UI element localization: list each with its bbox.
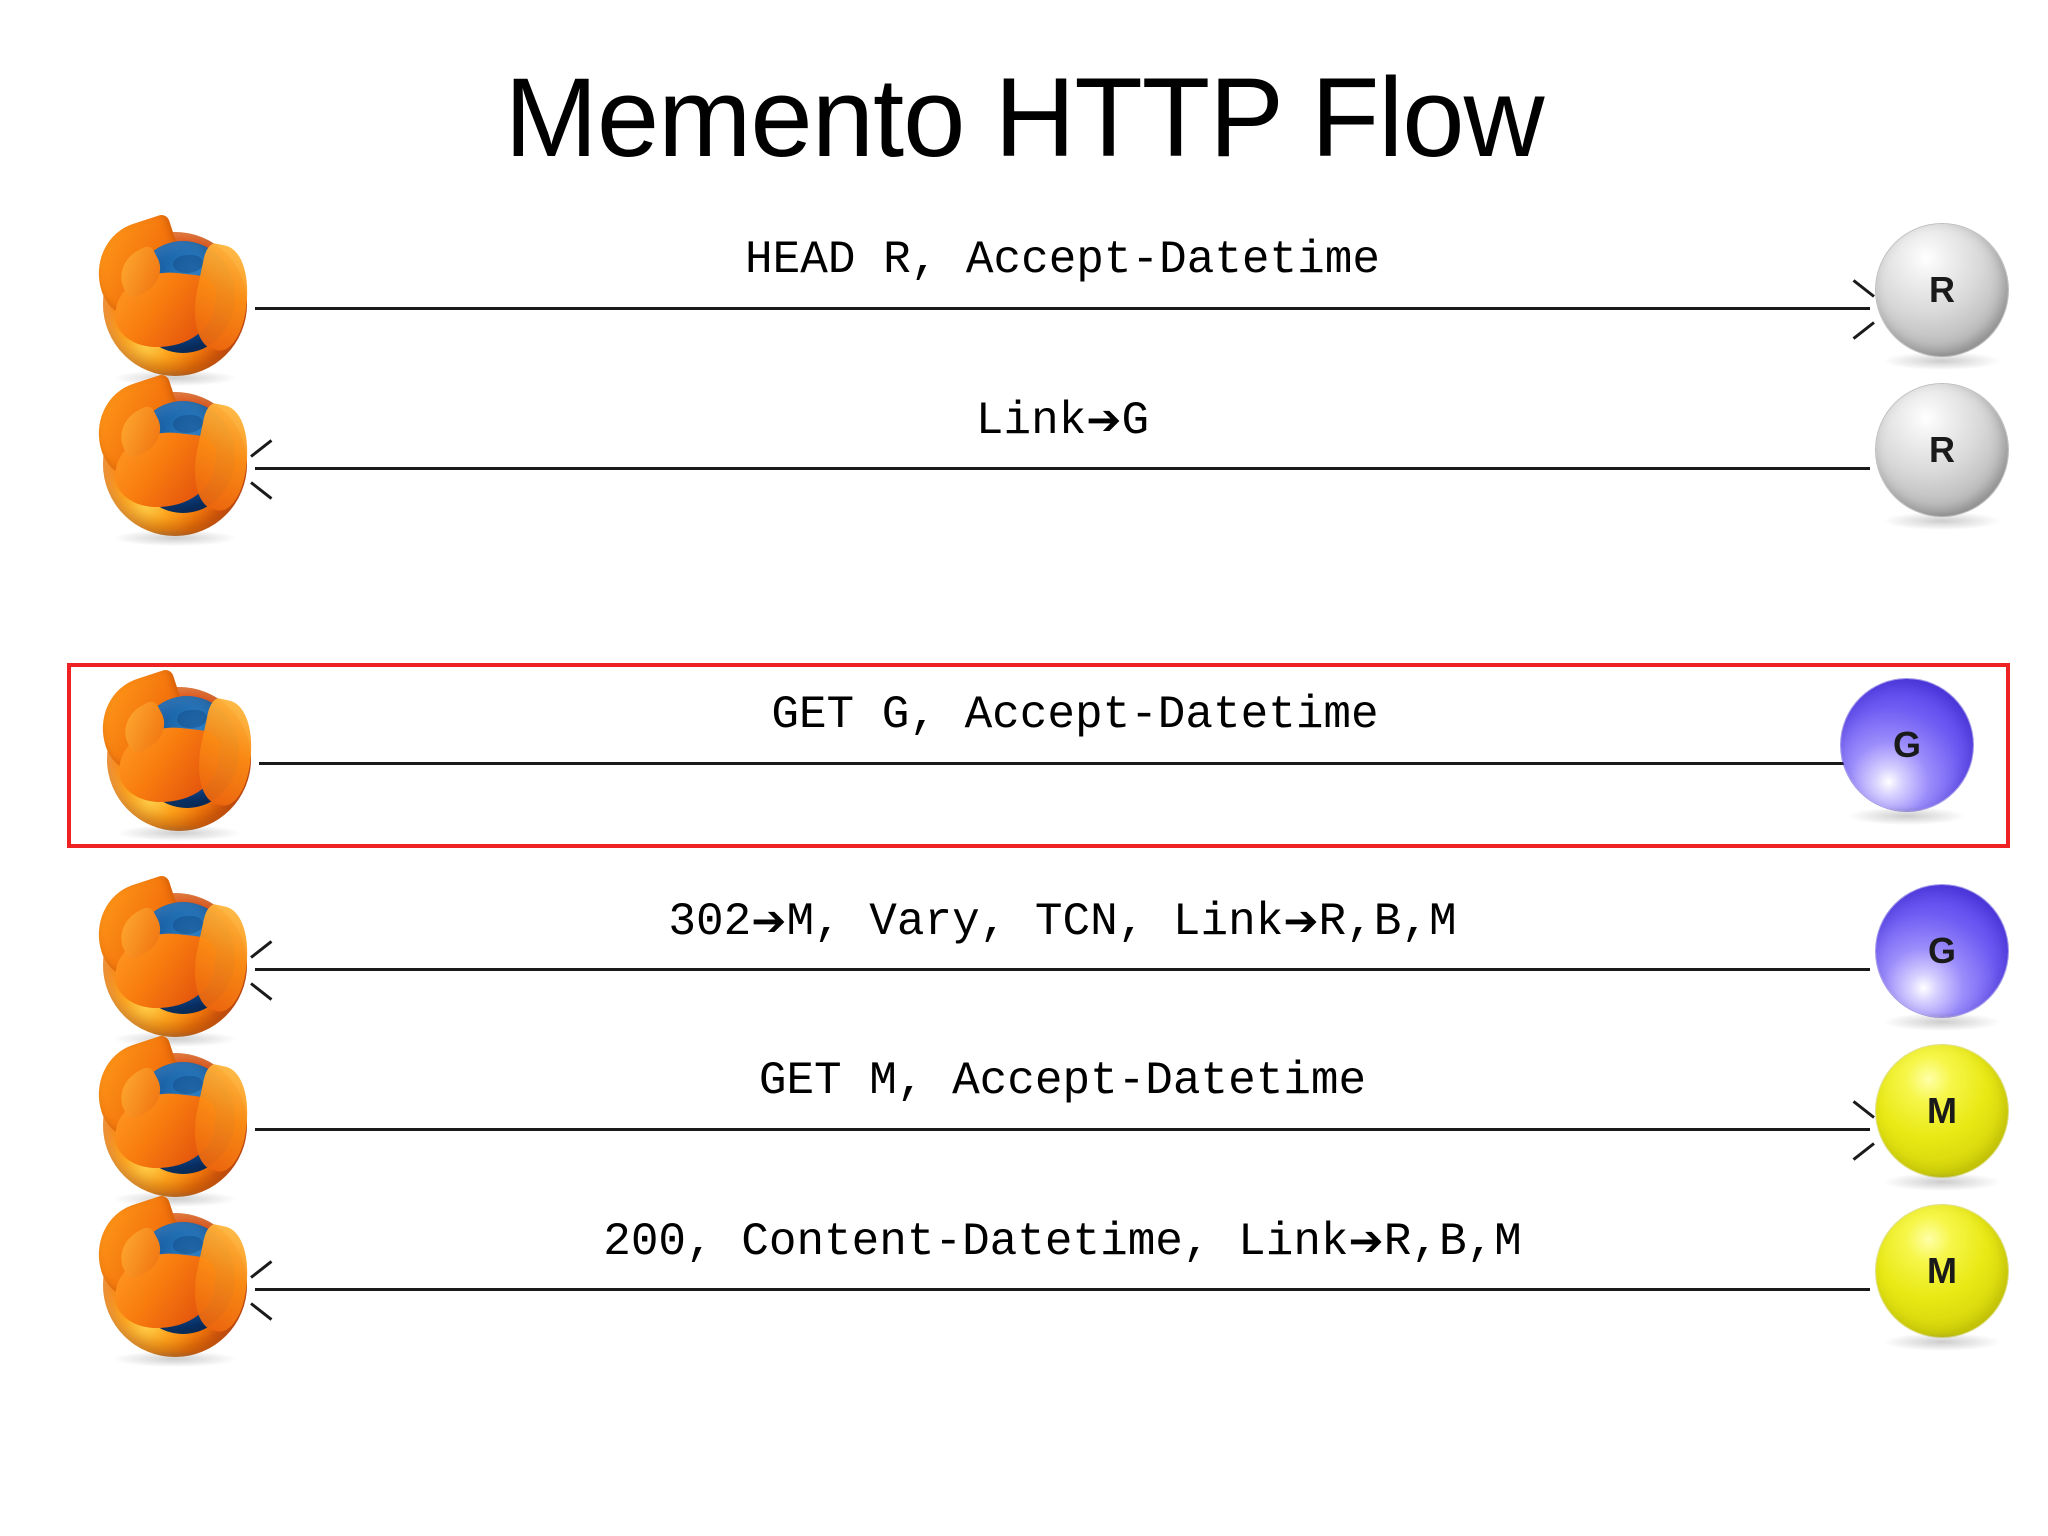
arrowhead-right-icon xyxy=(1848,1111,1874,1149)
arrow-label-text-6: 200, Content-Datetime, Link xyxy=(603,1216,1349,1268)
arrow-label-2: Link➔G xyxy=(255,392,1870,449)
arrow-label-suffix-4: M, Vary, TCN, Link xyxy=(786,896,1284,948)
firefox-logo-icon xyxy=(84,1033,259,1207)
inline-arrow-icon: ➔ xyxy=(751,896,787,945)
arrow-line-3 xyxy=(259,762,1891,765)
arrow-label-text-1: HEAD R, Accept-Datetime xyxy=(745,234,1380,286)
arrow-label-4: 302➔M, Vary, TCN, Link➔R,B,M xyxy=(255,893,1870,950)
node-label-2: R xyxy=(1929,429,1955,470)
firefox-logo-icon xyxy=(88,667,263,841)
arrow-line-1 xyxy=(255,307,1870,310)
arrow-label-5: GET M, Accept-Datetime xyxy=(255,1053,1870,1109)
flow-row-3-highlighted: GET G, Accept-Datetime G xyxy=(67,663,2010,848)
arrow-label-suffix2-4: R,B,M xyxy=(1318,896,1457,948)
arrowhead-right-icon xyxy=(1848,290,1874,328)
flow-row-5: GET M, Accept-Datetime M xyxy=(0,1033,2048,1218)
arrow-line-4 xyxy=(255,968,1870,971)
arrow-line-6 xyxy=(255,1288,1870,1291)
arrowhead-left-icon xyxy=(251,951,277,989)
inline-arrow-icon-2: ➔ xyxy=(1283,896,1319,945)
arrow-label-1: HEAD R, Accept-Datetime xyxy=(255,232,1870,288)
request-arrow-3: GET G, Accept-Datetime xyxy=(259,667,1891,852)
inline-arrow-icon: ➔ xyxy=(1348,1216,1384,1265)
node-label-3: G xyxy=(1892,724,1921,765)
response-arrow-4: 302➔M, Vary, TCN, Link➔R,B,M xyxy=(255,873,1870,1058)
server-node-g: G xyxy=(1876,885,2008,1031)
arrow-label-text-4: 302 xyxy=(668,896,752,948)
server-node-m: M xyxy=(1876,1205,2008,1351)
server-node-g: G xyxy=(1841,679,1973,825)
arrowhead-left-icon xyxy=(251,1271,277,1309)
firefox-logo-icon xyxy=(84,1193,259,1367)
node-label-1: R xyxy=(1929,269,1955,310)
arrow-line-5 xyxy=(255,1128,1870,1131)
arrow-label-suffix-2: G xyxy=(1121,395,1150,447)
firefox-logo-icon xyxy=(84,372,259,546)
arrow-line-2 xyxy=(255,467,1870,470)
node-label-4: G xyxy=(1927,930,1956,971)
arrowhead-left-icon xyxy=(251,450,277,488)
response-arrow-2: Link➔G xyxy=(255,372,1870,557)
arrow-label-suffix-6: R,B,M xyxy=(1383,1216,1522,1268)
request-arrow-1: HEAD R, Accept-Datetime xyxy=(255,212,1870,397)
firefox-logo-icon xyxy=(84,212,259,386)
arrow-label-text-3: GET G, Accept-Datetime xyxy=(771,689,1379,741)
flow-row-4: 302➔M, Vary, TCN, Link➔R,B,M G xyxy=(0,873,2048,1058)
page-title: Memento HTTP Flow xyxy=(504,55,1545,180)
server-node-r: R xyxy=(1876,384,2008,530)
arrow-label-text-2: Link xyxy=(975,395,1087,447)
arrow-label-text-5: GET M, Accept-Datetime xyxy=(758,1055,1367,1107)
flow-row-6: 200, Content-Datetime, Link➔R,B,M M xyxy=(0,1193,2048,1378)
request-arrow-5: GET M, Accept-Datetime xyxy=(255,1033,1870,1218)
arrow-label-6: 200, Content-Datetime, Link➔R,B,M xyxy=(255,1213,1870,1270)
node-label-5: M xyxy=(1927,1090,1957,1131)
server-node-r: R xyxy=(1876,224,2008,370)
server-node-m: M xyxy=(1876,1045,2008,1191)
flow-row-2: Link➔G R xyxy=(0,372,2048,557)
node-label-6: M xyxy=(1927,1250,1957,1291)
firefox-logo-icon xyxy=(84,873,259,1047)
flow-row-1: HEAD R, Accept-Datetime R xyxy=(0,212,2048,397)
arrow-label-3: GET G, Accept-Datetime xyxy=(259,687,1891,743)
inline-arrow-icon: ➔ xyxy=(1086,395,1122,444)
response-arrow-6: 200, Content-Datetime, Link➔R,B,M xyxy=(255,1193,1870,1378)
